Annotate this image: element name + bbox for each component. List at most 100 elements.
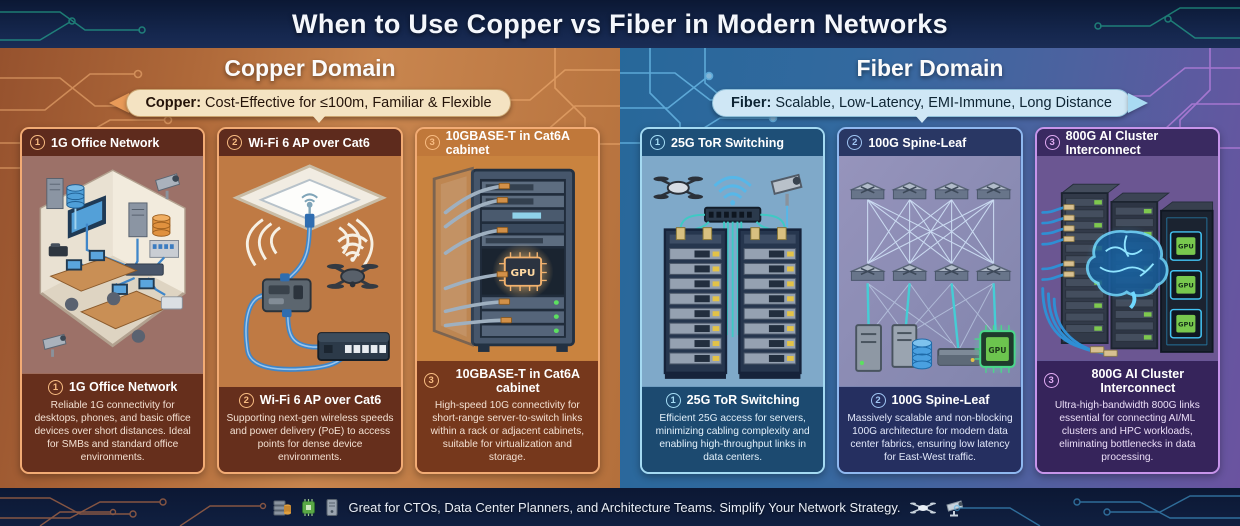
card-description: Reliable 1G connectivity for desktops, p… xyxy=(34,399,191,463)
cable-connectors xyxy=(496,182,512,324)
title-bar: When to Use Copper vs Fiber in Modern Ne… xyxy=(0,0,1240,48)
chair xyxy=(131,329,146,343)
copper-cards: 1 1G Office Network xyxy=(0,118,620,474)
chair xyxy=(106,292,121,306)
gpu-label: GPU xyxy=(1178,243,1194,251)
step-number: 3 xyxy=(423,373,439,389)
fiber-banner-text: Scalable, Low-Latency, EMI-Immune, Long … xyxy=(771,95,1112,111)
database-icon xyxy=(66,184,85,209)
domain-panels: Copper Domain Copper: Cost-Effective for… xyxy=(0,48,1240,488)
step-number: 1 xyxy=(650,135,665,150)
card-header: 2 100G Spine-Leaf xyxy=(839,129,1021,156)
step-number: 3 xyxy=(1044,135,1060,150)
tower-server-icon xyxy=(855,324,883,372)
mesh-links xyxy=(867,199,995,264)
copper-banner-text: Cost-Effective for ≤100m, Familiar & Fle… xyxy=(201,95,492,111)
card-header: 1 1G Office Network xyxy=(22,129,204,156)
wifi-waves-icon xyxy=(713,175,752,206)
office-network-scene xyxy=(22,156,204,374)
drone-icon xyxy=(653,176,704,200)
server-stack-icon xyxy=(273,500,292,515)
gpu-chip-icon: GPU xyxy=(1169,308,1202,339)
spine-leaf-scene: GPU xyxy=(839,156,1021,387)
ai-cluster-illustration: GPU GPU GPU xyxy=(1036,156,1218,361)
card-footer-title: 100G Spine-Leaf xyxy=(891,393,990,408)
printer-icon xyxy=(160,296,183,310)
office-network-illustration xyxy=(22,156,204,374)
chip-icon xyxy=(302,498,316,516)
appliance-icon xyxy=(937,348,982,366)
card-title: 100G Spine-Leaf xyxy=(868,135,967,150)
leaf-downlinks xyxy=(866,283,998,350)
database-icon xyxy=(152,214,171,237)
fiber-banner-pill: Fiber: Scalable, Low-Latency, EMI-Immune… xyxy=(712,89,1131,123)
card-description: Massively scalable and non-blocking 100G… xyxy=(847,412,1013,463)
server-cabinet-scene: GPU xyxy=(416,156,598,361)
card-wifi6-ap: 2 Wi-Fi 6 AP over Cat6 xyxy=(217,127,403,474)
card-title: 25G ToR Switching xyxy=(671,135,784,150)
card-footer-title: 1G Office Network xyxy=(68,380,178,395)
gpu-label: GPU xyxy=(989,346,1007,355)
bottom-bar: Great for CTOs, Data Center Planners, an… xyxy=(0,488,1240,526)
card-title: 800G AI Cluster Interconnect xyxy=(1065,128,1159,157)
step-number: 2 xyxy=(847,135,863,150)
wall-tv-icon xyxy=(67,195,106,239)
card-100g-spine-leaf: 2 100G Spine-Leaf xyxy=(837,127,1023,474)
card-header: 1 25G ToR Switching xyxy=(642,129,824,156)
security-camera-icon xyxy=(770,173,803,228)
tower-server-icon xyxy=(326,498,338,516)
patch-panel-icon xyxy=(149,240,179,258)
fiber-banner: Fiber: Scalable, Low-Latency, EMI-Immune… xyxy=(620,88,1240,123)
server-icon xyxy=(128,202,148,238)
spine-leaf-illustration: GPU xyxy=(839,156,1021,387)
poe-injector-icon xyxy=(262,273,312,318)
rj45-connector xyxy=(305,213,315,228)
step-number: 1 xyxy=(47,379,63,395)
camera-icon xyxy=(945,499,963,516)
tor-switching-scene xyxy=(642,156,824,387)
wifi-ap-illustration xyxy=(219,156,401,387)
server-with-database-icon xyxy=(891,324,933,370)
step-number: 2 xyxy=(238,392,254,408)
card-title: 10GBASE-T in Cat6A cabinet xyxy=(445,128,570,157)
card-description: Ultra-high-bandwidth 800G links essentia… xyxy=(1054,399,1200,463)
drone-icon xyxy=(327,263,379,289)
card-800g-ai-cluster: 3 800G AI Cluster Interconnect xyxy=(1034,127,1220,474)
wifi-glyph xyxy=(301,193,319,214)
card-footer-title: 10GBASE-T in Cat6A cabinet xyxy=(455,366,580,395)
tower-server-icon xyxy=(46,178,64,210)
desktop-monitors xyxy=(65,249,155,295)
gpu-chip-icon: GPU xyxy=(1169,231,1202,261)
tor-switching-illustration xyxy=(642,156,824,387)
step-number: 1 xyxy=(30,135,45,150)
server-cabinet-illustration: GPU xyxy=(416,156,598,361)
footer-left-icons xyxy=(273,498,339,517)
rack-units: GPU xyxy=(481,181,564,337)
card-description: High-speed 10G connectivity for short-ra… xyxy=(430,399,585,463)
card-description: Supporting next-gen wireless speeds and … xyxy=(226,412,394,463)
wifi-waves-icon xyxy=(246,218,374,267)
gpu-label: GPU xyxy=(1178,321,1194,329)
card-header: 2 Wi-Fi 6 AP over Cat6 xyxy=(219,129,401,156)
gpu-panel: GPU GPU GPU xyxy=(1165,217,1208,346)
card-header: 3 10GBASE-T in Cat6A cabinet xyxy=(416,128,598,157)
copper-banner-pill: Copper: Cost-Effective for ≤100m, Famili… xyxy=(126,89,511,123)
fiber-cards: 1 25G ToR Switching xyxy=(620,118,1240,474)
desk-phone-icon xyxy=(48,243,68,257)
gpu-label: GPU xyxy=(510,268,535,279)
card-title: 1G Office Network xyxy=(51,135,160,150)
copper-banner: Copper: Cost-Effective for ≤100m, Famili… xyxy=(0,88,620,123)
step-number: 1 xyxy=(665,392,681,408)
fiber-domain-title: Fiber Domain xyxy=(856,55,1004,81)
step-number: 2 xyxy=(227,135,243,150)
gpu-chip-icon: GPU xyxy=(498,252,547,292)
step-number: 3 xyxy=(1043,373,1059,389)
security-camera-icon xyxy=(155,173,181,200)
right-arrow-icon xyxy=(1127,93,1148,113)
card-1g-office-network: 1 1G Office Network xyxy=(20,127,206,474)
